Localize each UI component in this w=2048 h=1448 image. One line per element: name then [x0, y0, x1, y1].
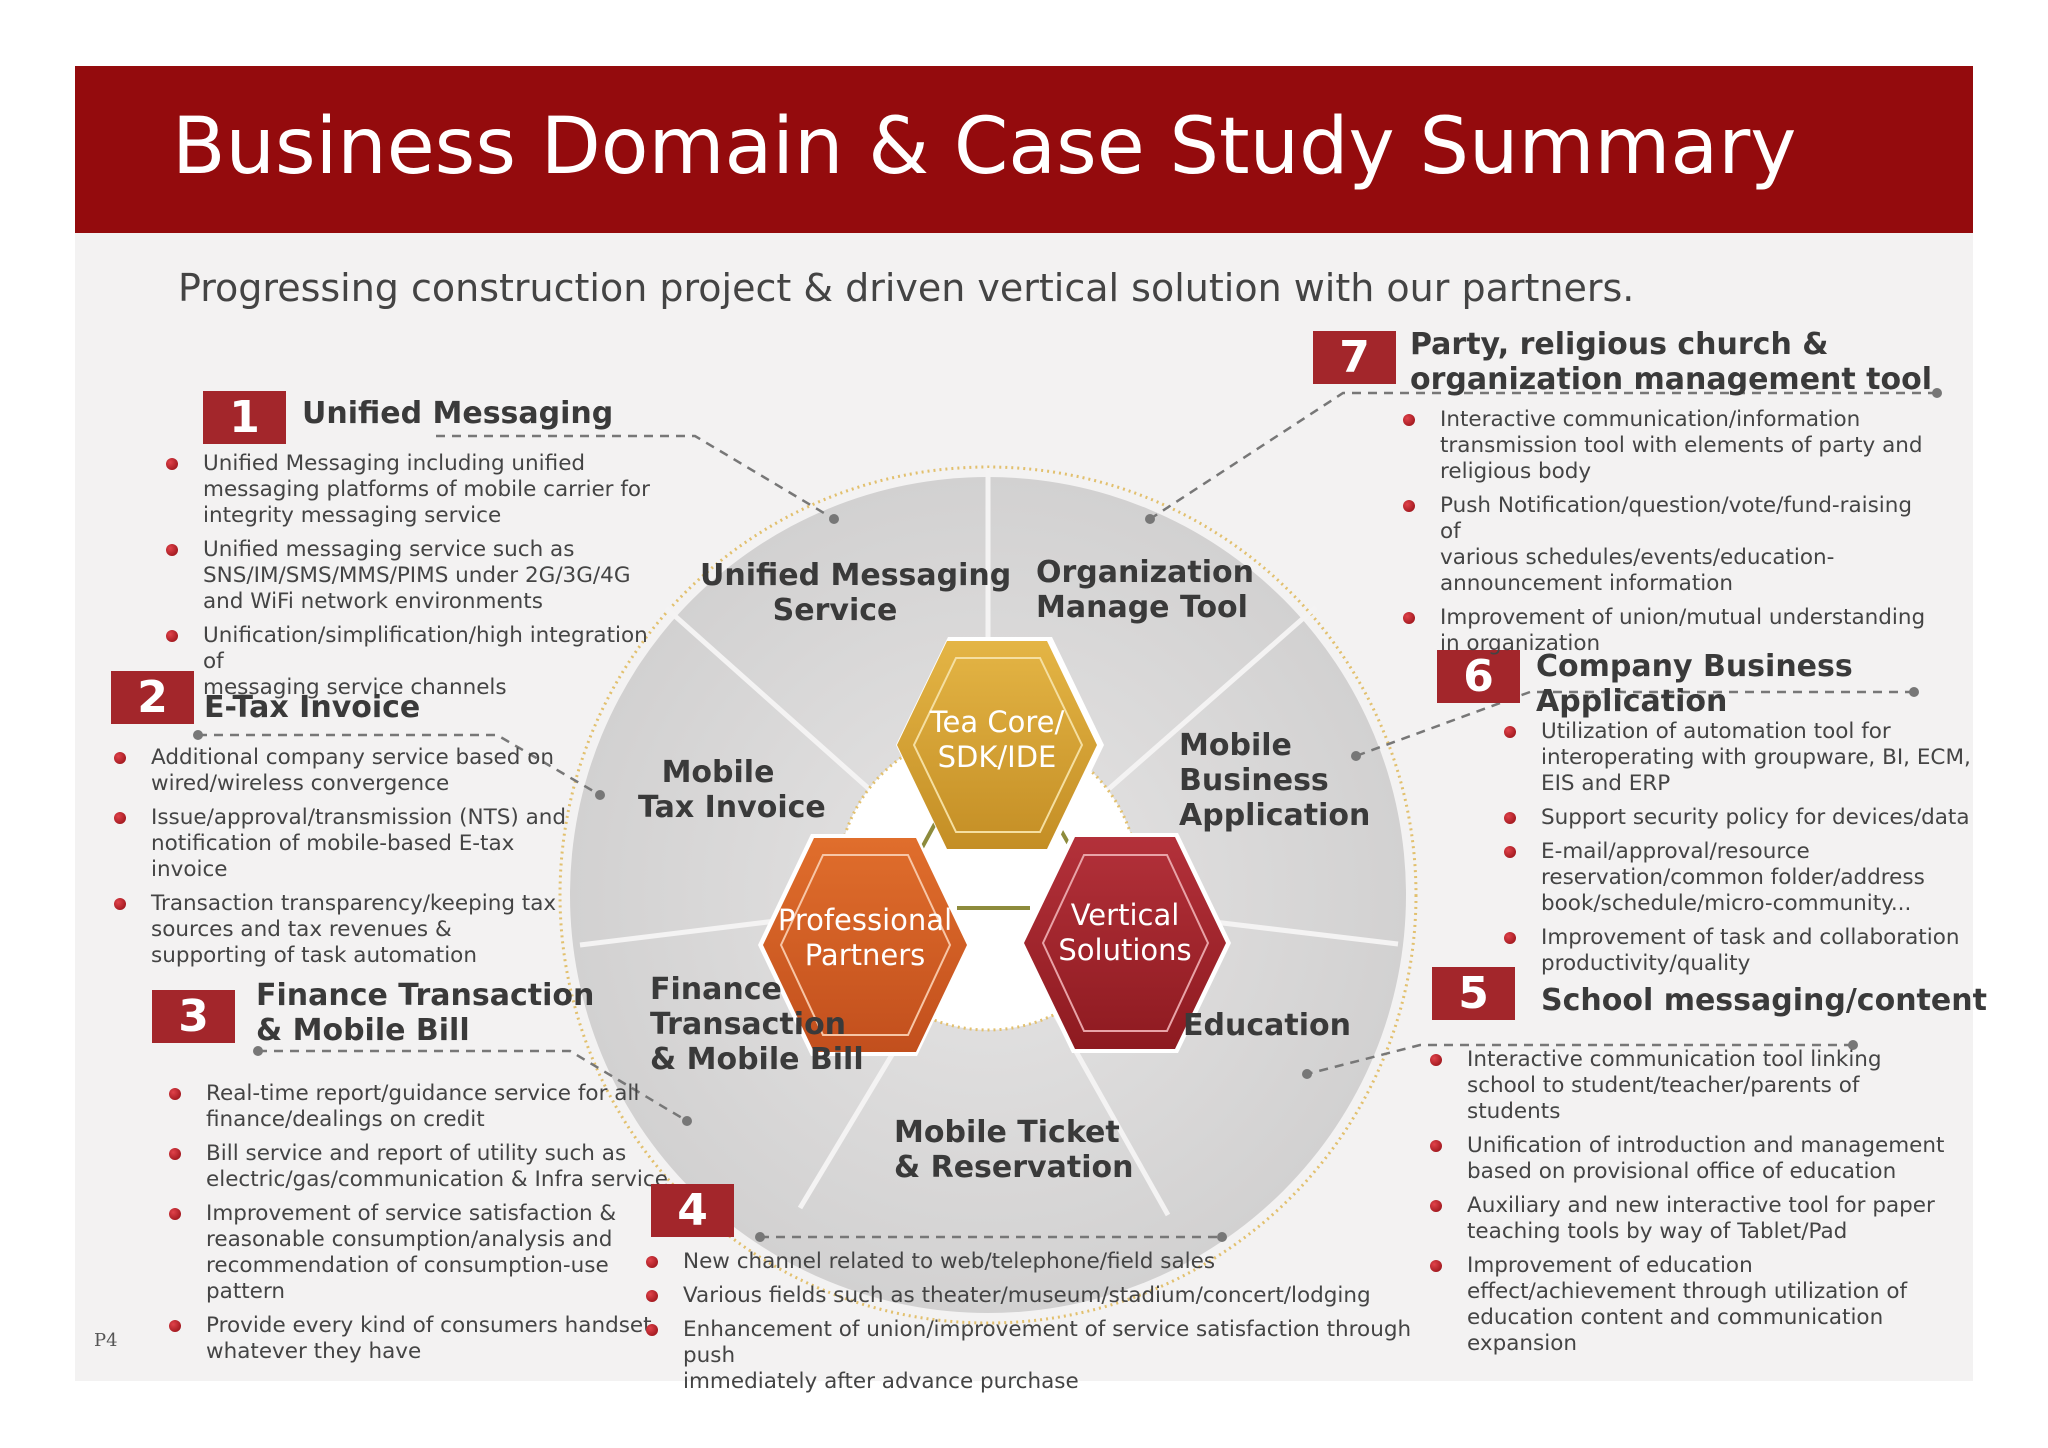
- callout-leader-dots: [193, 388, 1942, 1242]
- callout-leaders: [198, 391, 1937, 1239]
- bullet-item: Unification of introduction and manageme…: [1430, 1133, 1950, 1185]
- domain-number-1: 1: [203, 391, 286, 444]
- hex-label-partners: Professional Partners: [777, 903, 953, 972]
- segment-organization-manage-tool: Organization Manage Tool: [1036, 555, 1254, 625]
- segment-education: Education: [1183, 1008, 1351, 1043]
- domain-title-6: Company Business Application: [1536, 649, 1853, 719]
- domain-bullets-3: Real-time report/guidance service for al…: [169, 1081, 669, 1373]
- page-number: P4: [94, 1330, 118, 1351]
- bullet-item: Bill service and report of utility such …: [169, 1141, 669, 1193]
- bullet-item: Support security policy for devices/data: [1504, 805, 1974, 831]
- segment-unified-messaging: Unified Messaging Service: [700, 558, 1012, 628]
- bullet-item: Various fields such as theater/museum/st…: [646, 1283, 1446, 1309]
- bullet-item: Real-time report/guidance service for al…: [169, 1081, 669, 1133]
- domain-number-7: 7: [1313, 331, 1396, 384]
- domain-title-3: Finance Transaction & Mobile Bill: [256, 978, 595, 1048]
- bullet-item: Improvement of service satisfaction &rea…: [169, 1201, 669, 1305]
- bullet-item: Auxiliary and new interactive tool for p…: [1430, 1193, 1950, 1245]
- hex-tea-core: [896, 637, 1104, 853]
- domain-number-3: 3: [152, 990, 235, 1043]
- domain-title-1: Unified Messaging: [302, 396, 614, 431]
- bullet-item: Improvement of union/mutual understandin…: [1403, 605, 1933, 657]
- segment-finance-transaction: Finance Transaction & Mobile Bill: [650, 972, 864, 1077]
- hex-label-vertical: Vertical Solutions: [1058, 898, 1192, 967]
- domain-title-2: E-Tax Invoice: [204, 690, 421, 725]
- bullet-item: Push Notification/question/vote/fund-rai…: [1403, 493, 1933, 597]
- domain-title-7: Party, religious church & organization m…: [1410, 327, 1933, 397]
- domain-bullets-4: New channel related to web/telephone/fie…: [646, 1249, 1446, 1403]
- page-subtitle: Progressing construction project & drive…: [178, 266, 1635, 310]
- bullet-item: New channel related to web/telephone/fie…: [646, 1249, 1446, 1275]
- domain-number-4: 4: [651, 1184, 734, 1237]
- domain-number-6: 6: [1437, 650, 1520, 703]
- hex-label-tea-core: Tea Core/ SDK/IDE: [929, 705, 1065, 774]
- segment-mobile-ticket: Mobile Ticket & Reservation: [894, 1115, 1134, 1185]
- segment-mobile-tax-invoice: Mobile Tax Invoice: [638, 755, 826, 825]
- title-banner: [75, 66, 1973, 233]
- hex-partners: [758, 834, 970, 1056]
- wheel-outer-ring: [558, 465, 1418, 1325]
- hex-vertical: [1019, 833, 1231, 1053]
- bullet-item: Enhancement of union/improvement of serv…: [646, 1317, 1446, 1395]
- page-title: Business Domain & Case Study Summary: [172, 102, 1797, 192]
- bullet-item: Unification/simplification/high integrat…: [166, 623, 666, 701]
- domain-title-5: School messaging/content: [1541, 983, 1987, 1018]
- domain-number-5: 5: [1432, 967, 1515, 1020]
- domain-number-2: 2: [111, 671, 194, 724]
- segment-mobile-business-application: Mobile Business Application: [1179, 728, 1371, 833]
